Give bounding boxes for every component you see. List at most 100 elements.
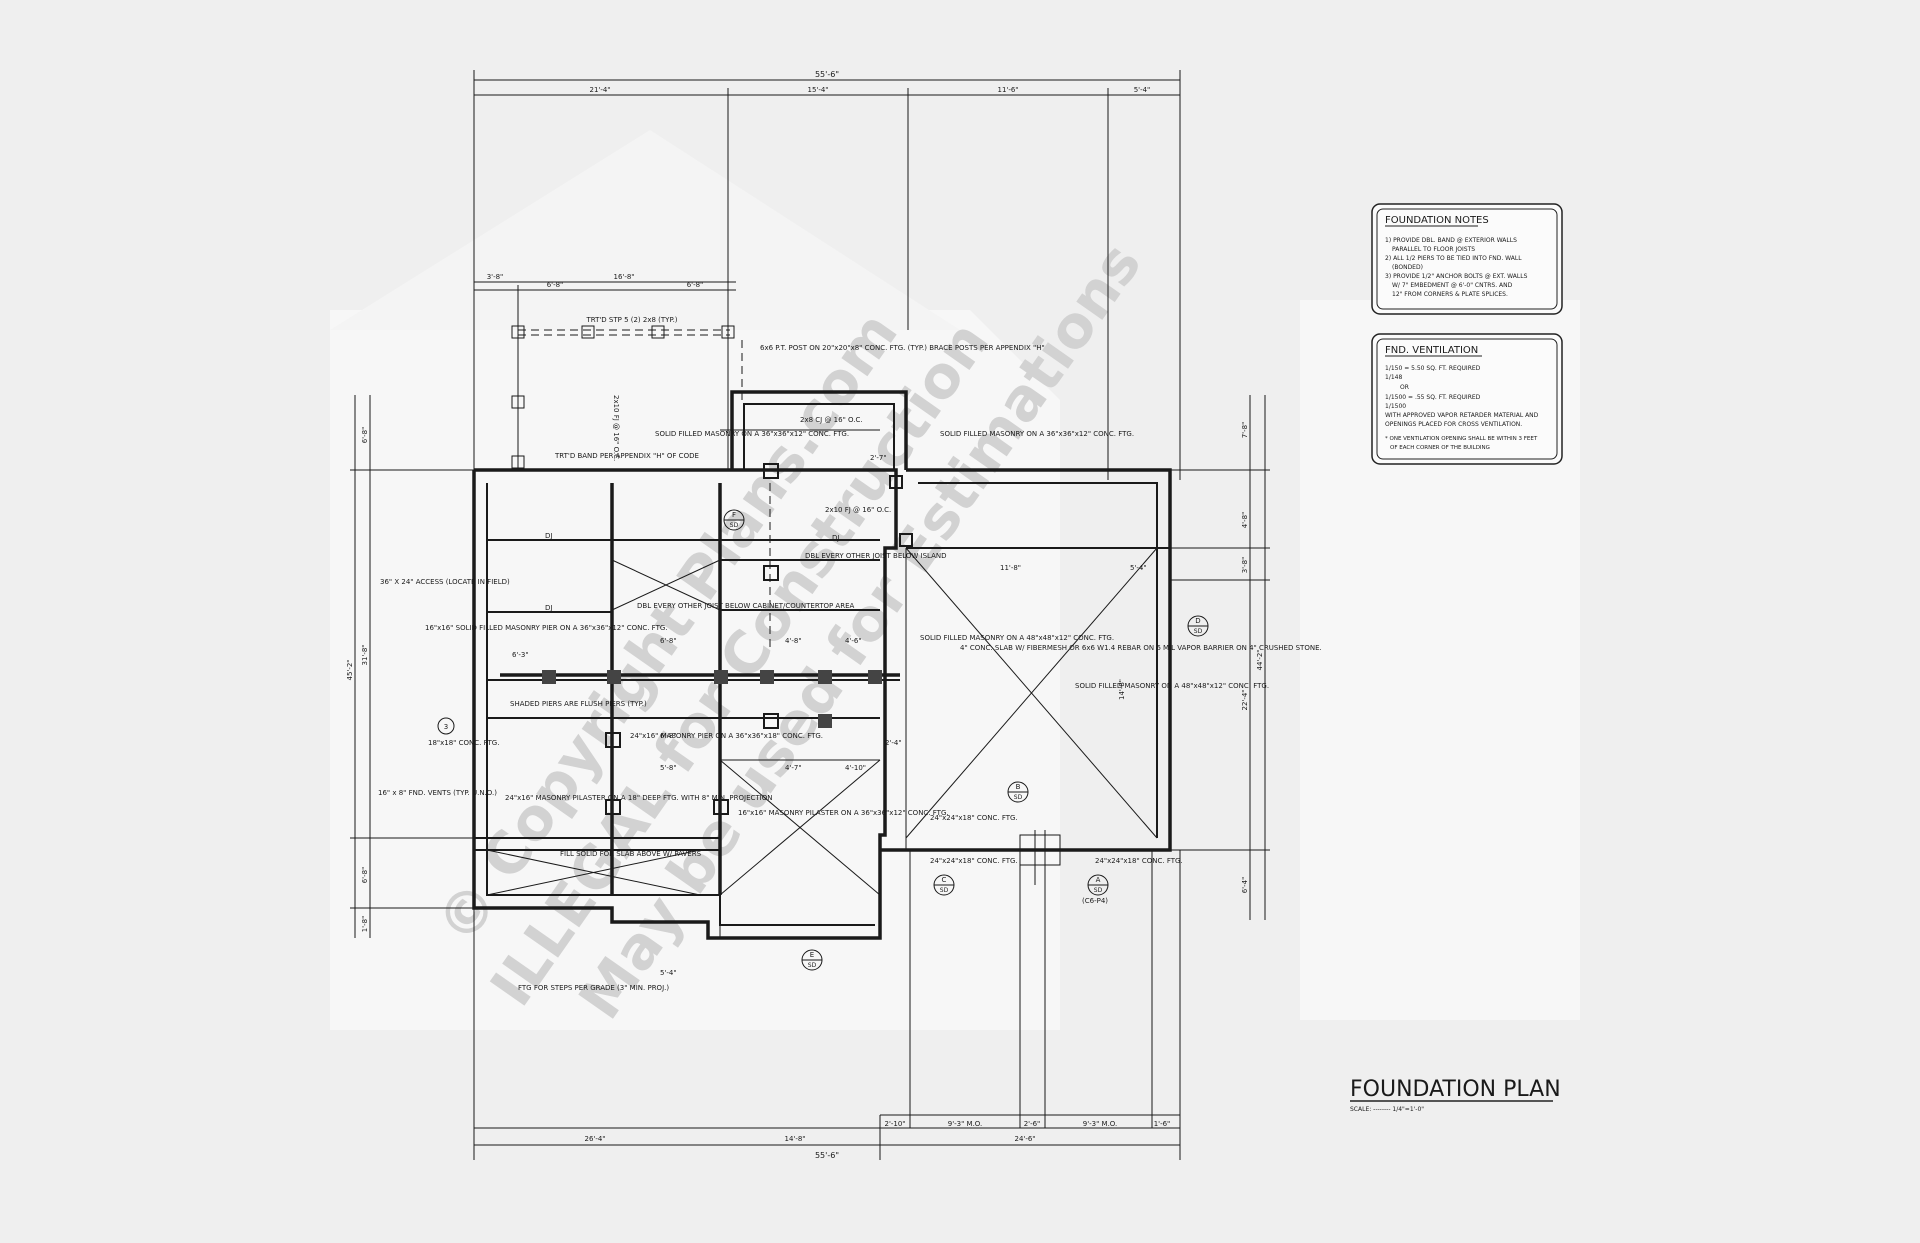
svg-text:3: 3 bbox=[444, 723, 448, 731]
dim-inner: 4'-8" bbox=[785, 637, 802, 645]
left-dimensions: 45'-2" 6'-8" 31'-8" 6'-8" 1'-8" bbox=[346, 395, 474, 938]
notes-item: (BONDED) bbox=[1392, 264, 1423, 271]
label-solid-filled-48-left: SOLID FILLED MASONRY ON A 48"x48"x12" CO… bbox=[920, 634, 1114, 642]
label-pilaster-24: 24"x16" MASONRY PILASTER ON A 18" DEEP F… bbox=[505, 794, 773, 802]
dim-left-1: 6'-8" bbox=[361, 427, 369, 444]
notes-heading: FOUNDATION NOTES bbox=[1385, 215, 1489, 226]
notes-item: W/ 7" EMBEDMENT @ 6'-0" CNTRS. AND bbox=[1392, 282, 1513, 289]
dim-inner: 6'-8" bbox=[660, 732, 677, 740]
plan-scale: SCALE: -------- 1/4"=1'-0" bbox=[1350, 1106, 1424, 1113]
dim-porch-3: 16'-8" bbox=[613, 273, 634, 281]
dim-inner: 5'-4" bbox=[660, 969, 677, 977]
dim-inner: 5'-4" bbox=[1130, 564, 1147, 572]
dim-right-1: 7'-8" bbox=[1241, 422, 1249, 439]
label-vents: 16" x 8" FND. VENTS (TYP. U.N.O.) bbox=[378, 789, 497, 797]
dim-left-total: 45'-2" bbox=[346, 659, 354, 680]
label-trtd-band: TRT'D BAND PER APPENDIX "H" OF CODE bbox=[554, 452, 699, 460]
callout-b: B SD bbox=[1007, 781, 1029, 803]
flush-pier bbox=[868, 670, 882, 684]
svg-text:SD: SD bbox=[1014, 794, 1023, 801]
dim-top-seg-4: 5'-4" bbox=[1134, 86, 1151, 94]
dim-porch-4: 6'-8" bbox=[687, 281, 704, 289]
dim-inner: 5'-8" bbox=[660, 764, 677, 772]
garage-slab bbox=[905, 547, 1158, 885]
label-ftg-24-c: 24"x24"x18" CONC. FTG. bbox=[1095, 857, 1183, 865]
annotation-labels: TRT'D BAND PER APPENDIX "H" OF CODE SOLI… bbox=[378, 416, 1322, 992]
dim-inner: 2'-4" bbox=[885, 739, 902, 747]
label-solid-filled-48-right: SOLID FILLED MASONRY ON A 48"x48"x12" CO… bbox=[1075, 682, 1269, 690]
label-dj: DJ bbox=[832, 534, 839, 542]
foundation-walls bbox=[472, 390, 1172, 940]
dim-door-4: 9'-3" M.O. bbox=[1083, 1120, 1118, 1128]
svg-text:SD: SD bbox=[808, 962, 817, 969]
label-steps: FTG FOR STEPS PER GRADE (3" MIN. PROJ.) bbox=[518, 984, 669, 992]
dim-top-seg-3: 11'-6" bbox=[997, 86, 1018, 94]
dim-bottom-3: 24'-6" bbox=[1014, 1135, 1035, 1143]
pier bbox=[605, 732, 621, 748]
label-dj: DJ bbox=[545, 532, 552, 540]
porch-post bbox=[511, 455, 525, 469]
dim-top-total: 55'-6" bbox=[815, 70, 839, 79]
ventilation-heading: FND. VENTILATION bbox=[1385, 345, 1478, 356]
label-dj: DJ bbox=[545, 604, 552, 612]
dim-right-2: 3'-8" bbox=[1241, 557, 1249, 574]
notes-item: 1) PROVIDE DBL. BAND @ EXTERIOR WALLS bbox=[1385, 237, 1517, 244]
ventilation-item: OPENINGS PLACED FOR CROSS VENTILATION. bbox=[1385, 421, 1522, 428]
label-fill-solid: FILL SOLID FOR SLAB ABOVE W/ PAVERS bbox=[560, 850, 702, 858]
label-shaded-piers: SHADED PIERS ARE FLUSH PIERS (TYP.) bbox=[510, 700, 647, 708]
plan-title: FOUNDATION PLAN bbox=[1350, 1077, 1561, 1102]
svg-text:E: E bbox=[810, 951, 814, 959]
dim-inner: 2'-7" bbox=[870, 454, 887, 462]
dim-inner: 6'-8" bbox=[660, 637, 677, 645]
title-block: FOUNDATION PLAN SCALE: -------- 1/4"=1'-… bbox=[1350, 1077, 1561, 1113]
flush-pier bbox=[542, 670, 556, 684]
svg-text:C: C bbox=[942, 876, 947, 884]
ventilation-box: FND. VENTILATION 1/150 = 5.50 SQ. FT. RE… bbox=[1371, 333, 1563, 465]
dim-inner: 4'-10" bbox=[845, 764, 866, 772]
dim-inner: 11'-8" bbox=[1000, 564, 1021, 572]
flush-pier bbox=[607, 670, 621, 684]
label-trtd-stp: TRT'D STP 5 (2) 2x8 (TYP.) bbox=[585, 316, 677, 324]
dim-bottom-total: 55'-6" bbox=[815, 1151, 839, 1160]
pier bbox=[899, 533, 913, 547]
label-ftg-18: 18"x18" CONC. FTG. bbox=[428, 739, 499, 747]
piers bbox=[542, 463, 913, 815]
right-dimensions: 7'-8" 44'-2" 3'-8" 4'-8" 22'-4" 6'-4" bbox=[1170, 395, 1270, 920]
flush-pier bbox=[714, 670, 728, 684]
label-c6-p4: (C6-P4) bbox=[1082, 897, 1108, 905]
dim-door-1: 2'-10" bbox=[884, 1120, 905, 1128]
pier bbox=[763, 463, 779, 479]
dim-right-total: 44'-2" bbox=[1256, 649, 1264, 670]
dim-left-3: 6'-8" bbox=[361, 867, 369, 884]
flush-pier bbox=[760, 670, 774, 684]
dim-door-5: 1'-6" bbox=[1154, 1120, 1171, 1128]
callout-f: F SD bbox=[723, 509, 745, 531]
dim-inner: 4'-7" bbox=[785, 764, 802, 772]
callout-c: C SD bbox=[933, 874, 955, 896]
label-solid-filled-1: SOLID FILLED MASONRY ON A 36"x36"x12" CO… bbox=[655, 430, 849, 438]
label-cj: 2x8 CJ @ 16" O.C. bbox=[800, 416, 863, 424]
callout-d: D SD bbox=[1187, 615, 1209, 637]
callout-3: 3 bbox=[437, 717, 455, 735]
dim-bottom-1: 26'-4" bbox=[584, 1135, 605, 1143]
label-pier-16: 16"x16" SOLID FILLED MASONRY PIER ON A 3… bbox=[425, 624, 668, 632]
porch-post bbox=[651, 325, 665, 339]
label-porch-joists: 2x10 FJ @ 16" O.C. bbox=[612, 395, 620, 461]
bottom-dimensions: 26'-4" 14'-8" 24'-6" 55'-6" 2'-10" 9'-3"… bbox=[474, 850, 1181, 1160]
dim-left-2: 31'-8" bbox=[361, 644, 369, 665]
svg-text:F: F bbox=[732, 511, 736, 519]
porch-post bbox=[581, 325, 595, 339]
porch-post bbox=[511, 395, 525, 409]
pier bbox=[818, 714, 832, 728]
foundation-notes-box: FOUNDATION NOTES 1) PROVIDE DBL. BAND @ … bbox=[1371, 203, 1563, 315]
notes-item: 3) PROVIDE 1/2" ANCHOR BOLTS @ EXT. WALL… bbox=[1385, 273, 1528, 280]
label-pier-24: 24"x16" MASONRY PIER ON A 36"x36"x18" CO… bbox=[630, 732, 823, 740]
dim-right-3: 4'-8" bbox=[1241, 512, 1249, 529]
svg-text:SD: SD bbox=[940, 887, 949, 894]
svg-text:SD: SD bbox=[1194, 628, 1203, 635]
label-pilaster-16: 16"x16" MASONRY PILASTER ON A 36"x36"x12… bbox=[738, 809, 949, 817]
label-access: 36" X 24" ACCESS (LOCATE IN FIELD) bbox=[380, 578, 510, 586]
